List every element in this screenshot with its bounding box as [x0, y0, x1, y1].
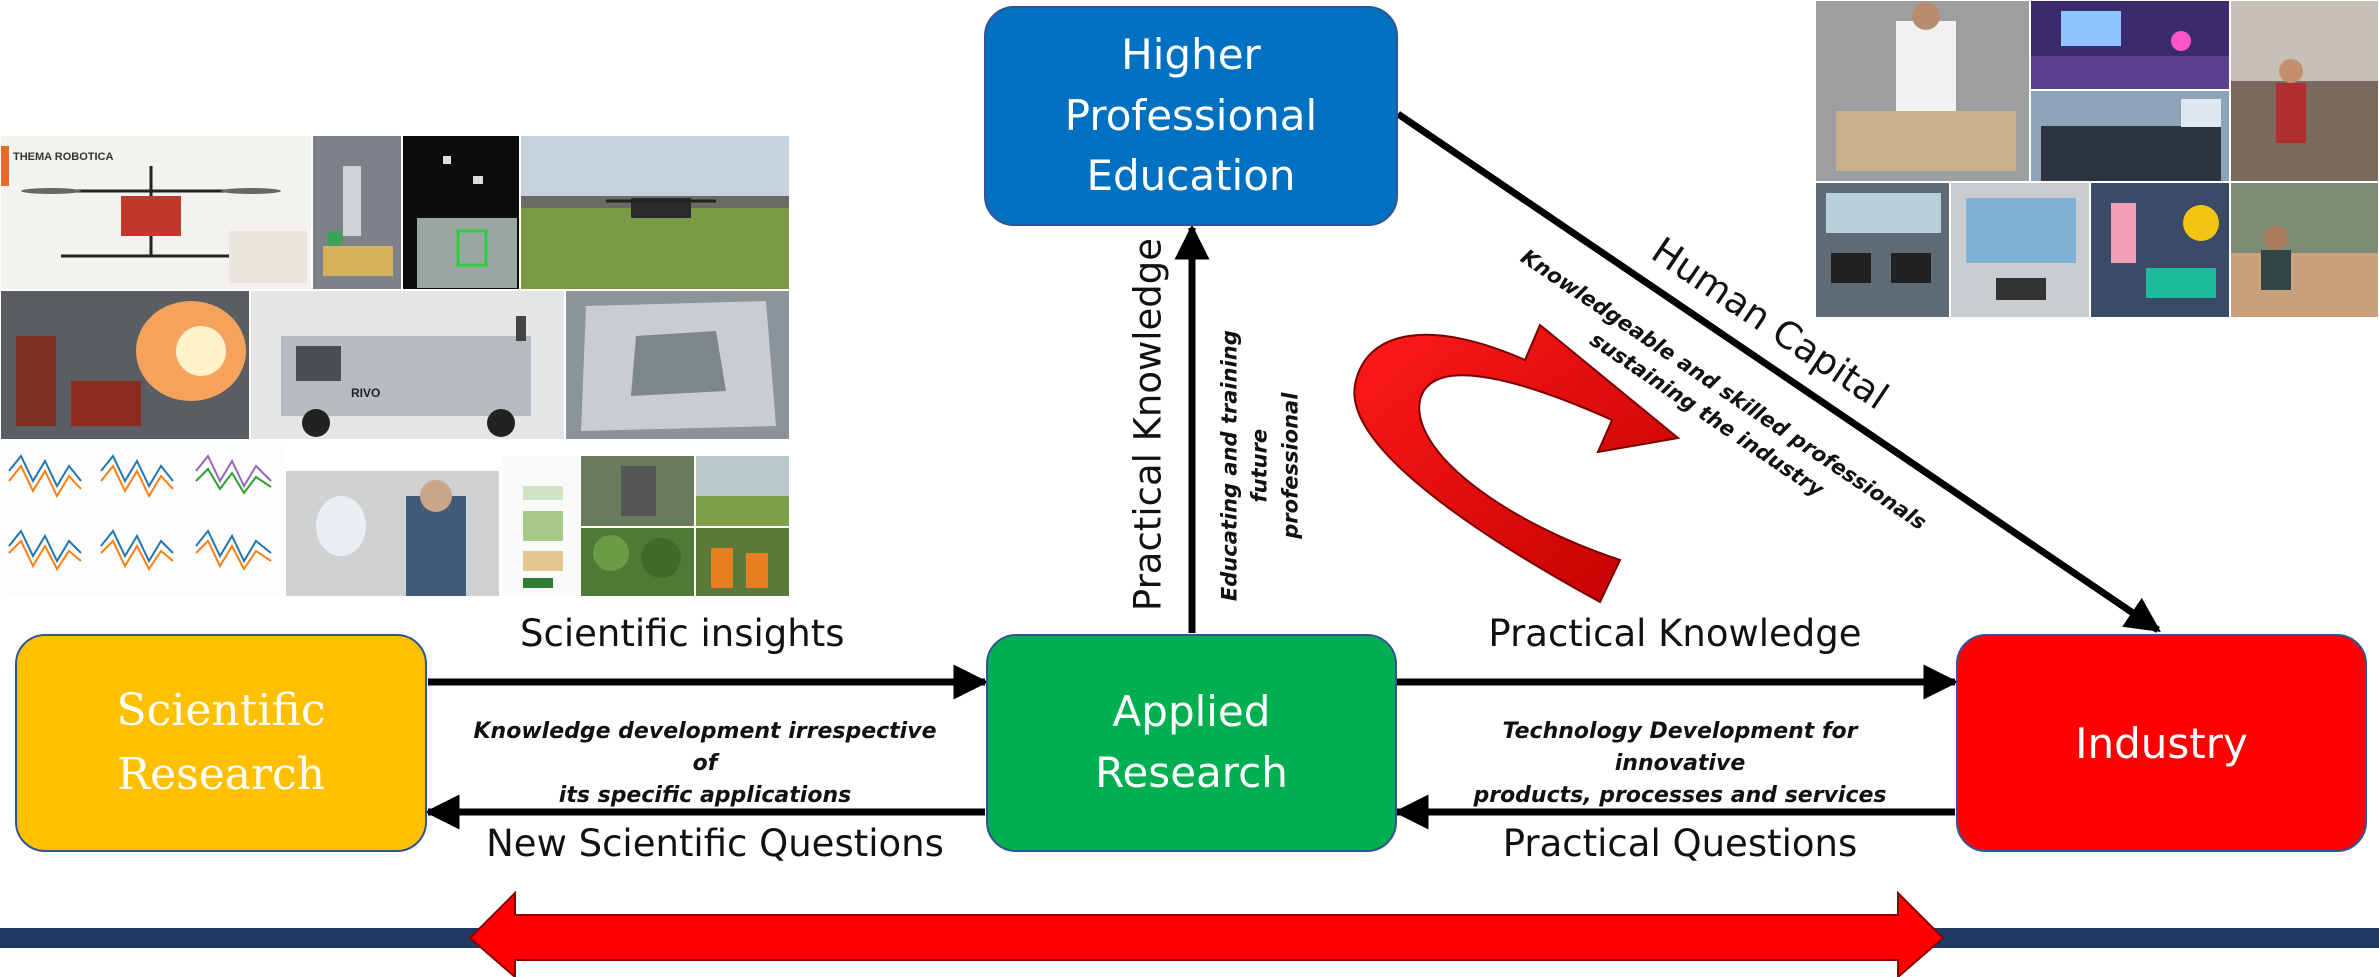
photo-students-robot	[695, 527, 790, 597]
node-higher-professional-education: Higher Professional Education	[984, 6, 1398, 226]
photo-group-students	[2030, 90, 2230, 182]
photo-firefighting-robot	[0, 290, 250, 440]
photo-classroom-robots	[2230, 0, 2379, 182]
note-line: Educating and training future	[1217, 330, 1272, 602]
node-label: Scientific	[116, 685, 326, 737]
photo-signal-plots	[0, 440, 285, 597]
note-knowledge-development: Knowledge development irrespective of it…	[470, 716, 940, 812]
photo-humanoid-robot	[285, 470, 500, 597]
photo-app-screens	[502, 455, 580, 597]
label-practical-questions: Practical Questions	[1502, 822, 1858, 865]
photo-garden	[580, 527, 695, 597]
photo-field-robot	[695, 455, 790, 527]
node-label: Industry	[2075, 718, 2248, 768]
cart-brand-text: RIVO	[351, 386, 381, 400]
node-label: Education	[1086, 151, 1296, 201]
photo-rivo-cart: RIVO	[250, 290, 565, 440]
label-practical-knowledge-up: Practical Knowledge	[1126, 237, 1170, 612]
node-scientific-research: Scientific Research	[15, 634, 427, 852]
collage-caption: THEMA ROBOTICA	[13, 151, 114, 163]
cycle-curl-arrow	[1353, 323, 1681, 604]
note-educating-training: Educating and training future profession…	[1214, 291, 1305, 641]
node-industry: Industry	[1956, 634, 2367, 852]
node-label: Research	[1095, 748, 1288, 797]
node-applied-research: Applied Research	[986, 634, 1397, 852]
note-line: products, processes and services	[1473, 782, 1887, 808]
photo-presentation-robot-dog	[1950, 182, 2090, 318]
label-scientific-insights: Scientific insights	[520, 612, 845, 655]
photo-workshop	[1815, 0, 2030, 182]
photo-occupancy-map	[565, 290, 790, 440]
note-technology-development: Technology Development for innovative pr…	[1445, 716, 1915, 812]
photo-drone-poster: THEMA ROBOTICA	[0, 135, 312, 290]
photo-study-room	[2230, 182, 2379, 318]
photo-computer-lab	[1815, 182, 1950, 318]
photo-robot-arm-lab	[312, 135, 402, 290]
right-photo-collage	[1815, 0, 2379, 318]
note-line: professional	[1278, 392, 1303, 539]
node-label: Higher	[1121, 29, 1261, 79]
label-practical-knowledge-right: Practical Knowledge	[1488, 612, 1862, 655]
note-line: Knowledge development irrespective of	[473, 719, 937, 776]
double-red-arrow	[468, 890, 1945, 977]
photo-vision-tiles	[402, 135, 520, 290]
node-label: Applied	[1112, 687, 1271, 737]
node-label: Professional	[1064, 90, 1318, 140]
photo-aerial-view	[580, 455, 695, 527]
arrow-human-capital	[1396, 111, 2161, 633]
left-photo-collage: THEMA ROBOTICA RIVO	[0, 135, 790, 597]
node-label: Research	[116, 749, 326, 800]
note-line: its specific applications	[558, 782, 852, 808]
photo-kids-robot-dog	[2090, 182, 2230, 318]
note-line: Technology Development for innovative	[1502, 719, 1858, 776]
photo-event-stage	[2030, 0, 2230, 90]
label-new-scientific-questions: New Scientific Questions	[486, 822, 944, 865]
photo-drone-field	[520, 135, 790, 290]
